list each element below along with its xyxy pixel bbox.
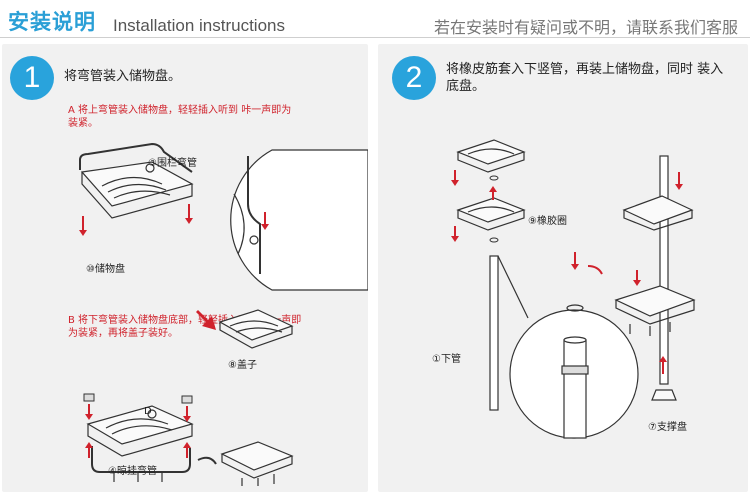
- step-2-illustration: [451, 139, 696, 439]
- label-support-base: ⑦支撑盘: [648, 422, 687, 433]
- label-lower-tube: ①下管: [432, 354, 461, 365]
- step-1-text: 将弯管装入储物盘。: [64, 69, 182, 84]
- tray-top-illustration: [456, 139, 526, 173]
- step-1-note-b: B 将下弯管装入储物盘底部，轻轻插入听到 咔一声即为装紧，再将盖子装好。: [68, 315, 302, 339]
- zoom-detail-circle: [230, 149, 368, 291]
- assembled-unit-illustration: [614, 155, 696, 401]
- step-2-panel: 2 将橡皮筋套入下竖管，再装上储物盘，同时 装入底盘。: [378, 44, 748, 492]
- tray-lower-illustration: [86, 405, 194, 482]
- zoom-detail-circle: [497, 255, 639, 439]
- page-subtitle: Installation instructions: [113, 16, 285, 35]
- step-2-text: 将橡皮筋套入下竖管，再装上储物盘，同时 装入底盘。: [446, 62, 724, 94]
- curved-arrow-icon: [587, 265, 603, 275]
- label-rubber-ring: ⑨橡胶圈: [528, 216, 567, 227]
- arrow-up-icon: [85, 442, 191, 458]
- tray-upper-illustration: [79, 142, 194, 219]
- arrow-down-icon: [633, 172, 683, 286]
- arrow-down-icon: [571, 252, 579, 270]
- arrow-down-icon: [85, 404, 191, 422]
- tray-small-illustration: [218, 309, 294, 349]
- arrow-right-icon: [196, 310, 216, 330]
- page-header: 安装说明 Installation instructions 若在安装时有疑问或…: [0, 0, 750, 40]
- arrow-down-icon: [451, 226, 459, 242]
- rubber-ring-icon: [489, 175, 499, 243]
- step-1-panel: 1 将弯管装入储物盘。 A 将上弯管装入储物盘，轻轻插入听到 咔一声即为装紧。 …: [2, 44, 368, 492]
- label-rail-tube: ③围栏弯管: [148, 158, 197, 169]
- label-point-d: D: [144, 406, 152, 417]
- step-1-illustration: [79, 142, 368, 486]
- arrow-up-icon: [659, 356, 667, 374]
- arrow-up-icon: [489, 186, 497, 200]
- tray-small-hooks-illustration: [220, 441, 294, 486]
- header-divider: [0, 37, 750, 38]
- arrow-down-icon: [261, 212, 269, 230]
- page-title: 安装说明: [8, 10, 96, 34]
- curved-arrow-icon: [197, 456, 217, 465]
- step-1-note-a: A 将上弯管装入储物盘，轻轻插入听到 咔一声即为装紧。: [68, 105, 292, 129]
- arrow-down-icon: [451, 170, 459, 186]
- step-2-badge: 2: [392, 56, 436, 100]
- arrow-down-icon: [79, 204, 193, 236]
- tray-middle-illustration: [456, 197, 526, 231]
- label-hook-tube: ④晾挂弯管: [108, 466, 157, 477]
- label-cap: ⑧盖子: [228, 360, 257, 371]
- help-text: 若在安装时有疑问或不明，请联系我们客服: [433, 18, 738, 37]
- cap-icon: [83, 393, 193, 404]
- step-1-badge: 1: [10, 56, 54, 100]
- label-tray: ⑩储物盘: [86, 264, 125, 275]
- lower-tube-illustration: [489, 255, 499, 411]
